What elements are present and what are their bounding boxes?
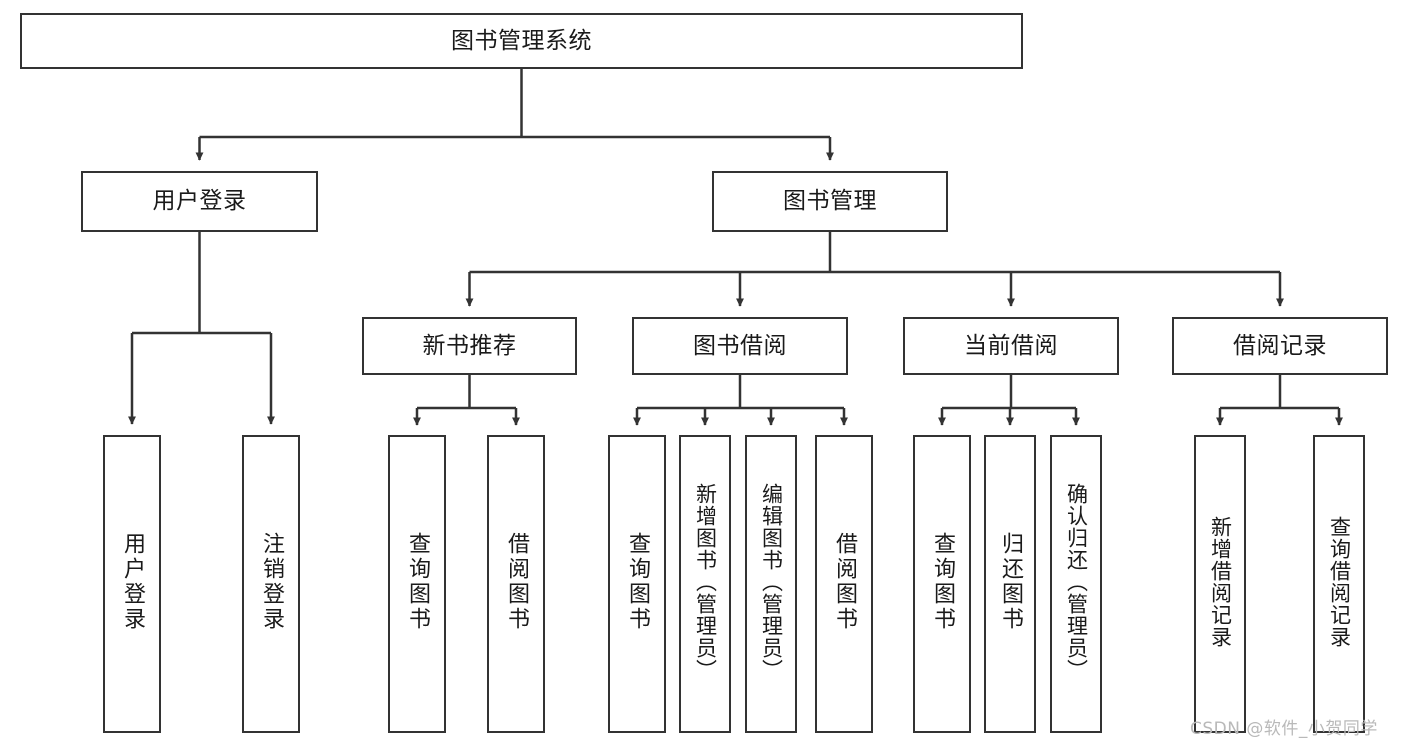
node-user-login[interactable]: 用户登录 — [81, 171, 318, 232]
node-current-borrow-label: 当前借阅 — [964, 332, 1058, 359]
leaf-query-book-borrow[interactable]: 查询图书 — [608, 435, 666, 733]
leaf-add-book[interactable]: 新增图书（管理员） — [679, 435, 731, 733]
leaf-user-login-label: 用户登录 — [120, 532, 145, 632]
leaf-borrow-book-rec-label: 借阅图书 — [504, 532, 529, 632]
leaf-confirm-return[interactable]: 确认归还（管理员） — [1050, 435, 1102, 733]
leaf-borrow-book-rec[interactable]: 借阅图书 — [487, 435, 545, 733]
leaf-add-record[interactable]: 新增借阅记录 — [1194, 435, 1246, 733]
node-book-manage[interactable]: 图书管理 — [712, 171, 948, 232]
leaf-query-book-rec-label: 查询图书 — [405, 532, 430, 632]
leaf-query-book-rec[interactable]: 查询图书 — [388, 435, 446, 733]
leaf-add-book-label: 新增图书（管理员） — [693, 483, 718, 681]
leaf-borrow-book[interactable]: 借阅图书 — [815, 435, 873, 733]
leaf-query-book-cur-label: 查询图书 — [930, 532, 955, 632]
leaf-return-book[interactable]: 归还图书 — [984, 435, 1036, 733]
leaf-edit-book-label: 编辑图书（管理员） — [759, 483, 784, 681]
leaf-user-login[interactable]: 用户登录 — [103, 435, 161, 733]
node-user-login-label: 用户登录 — [152, 188, 247, 215]
leaf-query-book-cur[interactable]: 查询图书 — [913, 435, 971, 733]
node-book-manage-label: 图书管理 — [783, 188, 877, 215]
node-book-borrow[interactable]: 图书借阅 — [632, 317, 848, 375]
node-new-book-recommend[interactable]: 新书推荐 — [362, 317, 577, 375]
node-borrow-record[interactable]: 借阅记录 — [1172, 317, 1388, 375]
node-new-book-recommend-label: 新书推荐 — [422, 332, 517, 359]
node-root-label: 图书管理系统 — [451, 27, 592, 54]
leaf-logout-label: 注销登录 — [259, 532, 284, 632]
node-root[interactable]: 图书管理系统 — [20, 13, 1023, 69]
leaf-query-book-borrow-label: 查询图书 — [625, 532, 650, 632]
node-current-borrow[interactable]: 当前借阅 — [903, 317, 1119, 375]
leaf-confirm-return-label: 确认归还（管理员） — [1064, 483, 1089, 681]
leaf-add-record-label: 新增借阅记录 — [1208, 516, 1233, 648]
node-book-borrow-label: 图书借阅 — [693, 332, 787, 359]
node-borrow-record-label: 借阅记录 — [1233, 332, 1327, 359]
leaf-edit-book[interactable]: 编辑图书（管理员） — [745, 435, 797, 733]
leaf-return-book-label: 归还图书 — [998, 532, 1023, 632]
leaf-query-record-label: 查询借阅记录 — [1327, 516, 1352, 648]
leaf-query-record[interactable]: 查询借阅记录 — [1313, 435, 1365, 733]
leaf-borrow-book-label: 借阅图书 — [832, 532, 857, 632]
leaf-logout[interactable]: 注销登录 — [242, 435, 300, 733]
